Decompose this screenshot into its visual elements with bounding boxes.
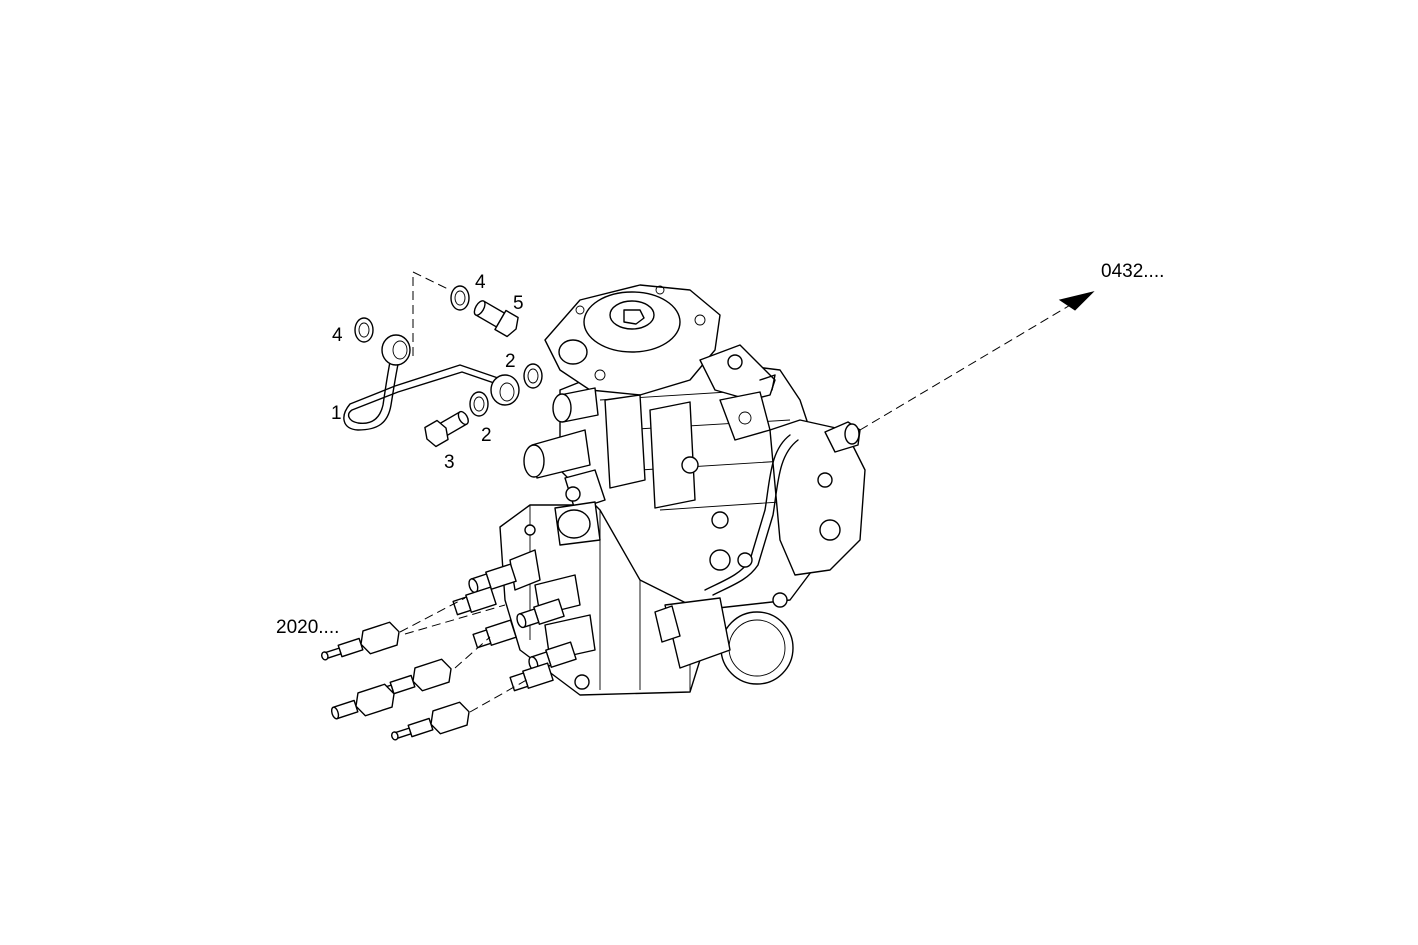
callout-2-lower: 2 [481,425,492,446]
reference-0432: 0432.... [1101,261,1165,282]
pipe-assembly [343,271,520,431]
callout-3: 3 [444,452,455,473]
reference-arrow [859,291,1095,431]
injector-connectors [321,621,470,741]
callout-4-left: 4 [332,325,343,346]
callout-2-upper: 2 [505,351,516,372]
outlet-nipples [452,563,577,692]
banjo-bolts [424,300,519,448]
sealing-washers [354,285,543,417]
callout-5: 5 [513,293,524,314]
connector-alignment-lines [399,597,531,713]
callout-1: 1 [331,403,342,424]
reference-2020: 2020.... [276,617,340,638]
callout-4-upper: 4 [475,272,486,293]
injection-pump-assembly [499,284,866,696]
